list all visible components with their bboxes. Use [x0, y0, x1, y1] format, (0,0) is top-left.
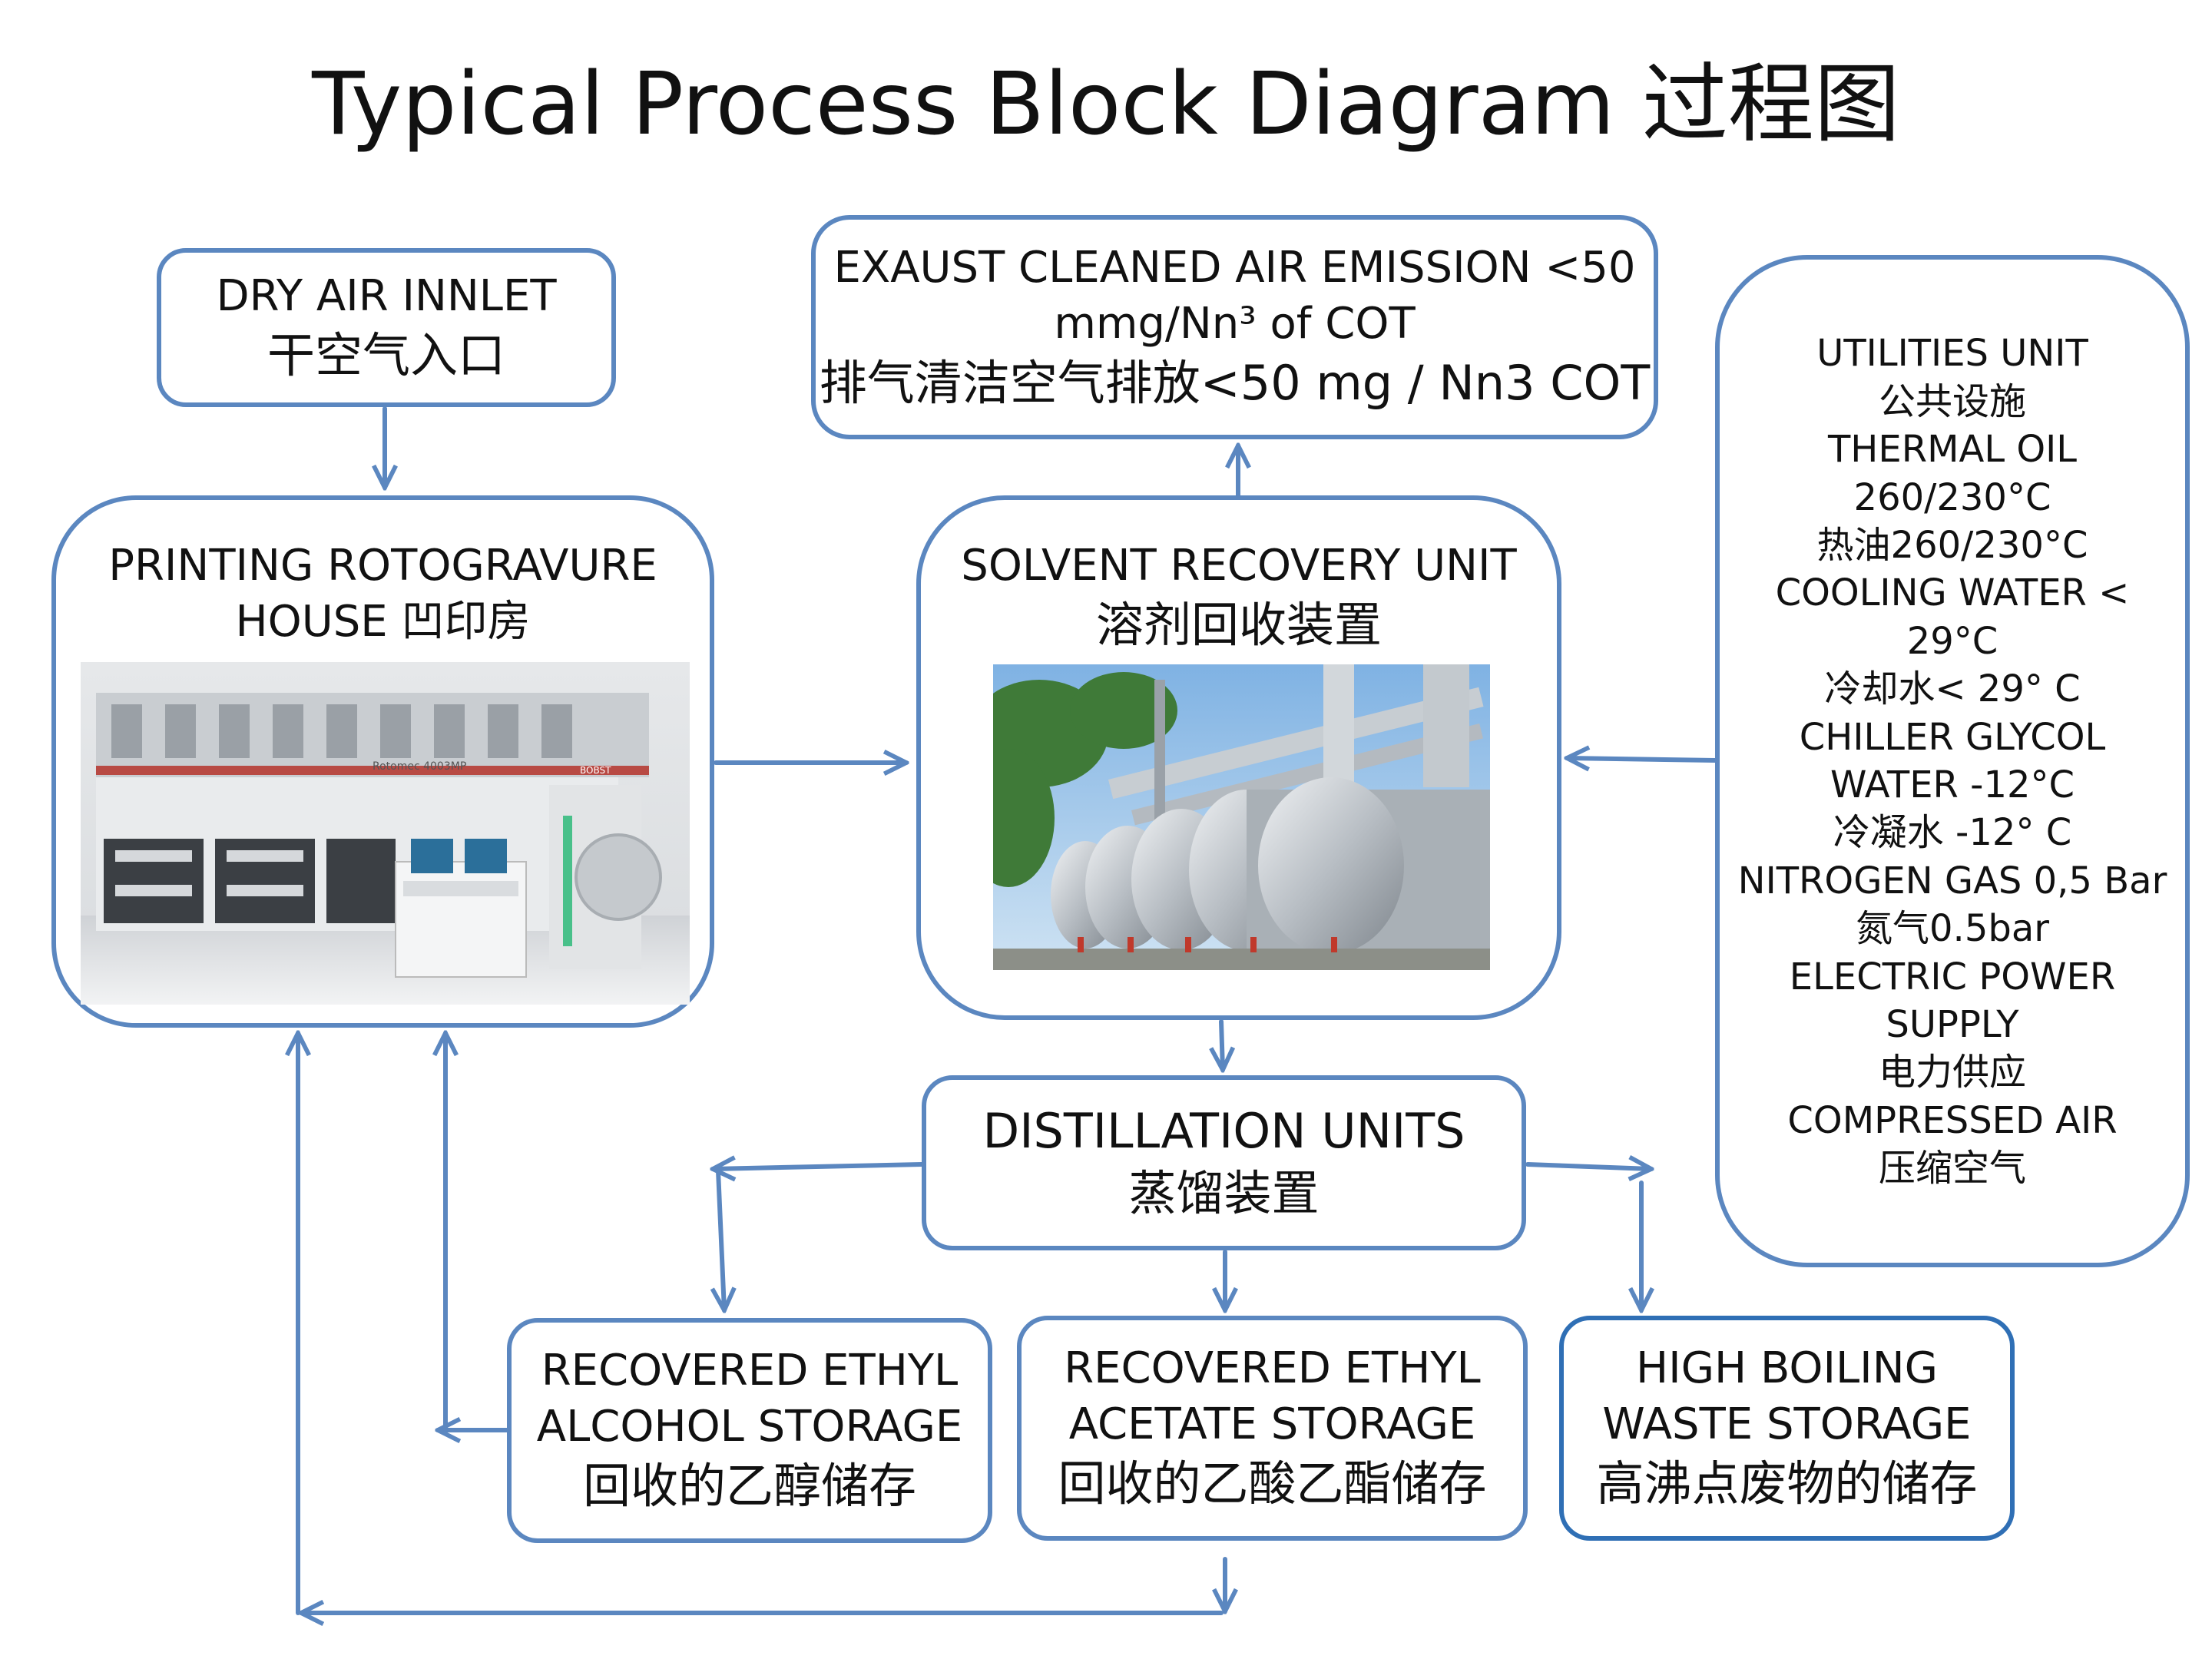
- solvent-plant-photo: [993, 664, 1490, 970]
- utilities-line-12: NITROGEN GAS 0,5 Bar: [1737, 859, 2167, 902]
- dry-air-inlet-label-cn: 干空气入口: [267, 326, 505, 383]
- distillation-label-cn: 蒸馏装置: [1128, 1165, 1320, 1221]
- utilities-line-10: WATER -12°C: [1830, 763, 2075, 806]
- utilities-line-9: CHILLER GLYCOL: [1799, 715, 2106, 759]
- exhaust-label-2: mmg/Nn³ of COT: [1054, 298, 1416, 349]
- distillation-units-box: DISTILLATION UNITS 蒸馏装置: [922, 1075, 1526, 1250]
- utilities-line-4: 260/230°C: [1853, 475, 2051, 519]
- utilities-line-17: COMPRESSED AIR: [1787, 1098, 2118, 1142]
- printing-label-1: PRINTING ROTOGRAVURE: [108, 541, 657, 591]
- utilities-line-18: 压缩空气: [1878, 1147, 2026, 1190]
- ethyl-acetate-label-1: RECOVERED ETHYL: [1064, 1343, 1481, 1394]
- utilities-line-5: 热油260/230°C: [1816, 524, 2088, 568]
- arrow-distillation-right: [1525, 1164, 1651, 1169]
- ethyl-alcohol-label-1: RECOVERED ETHYL: [541, 1346, 959, 1396]
- ethyl-acetate-label-2: ACETATE STORAGE: [1068, 1399, 1476, 1450]
- dry-air-inlet-box: DRY AIR INNLET 干空气入口: [157, 248, 616, 407]
- ethyl-alcohol-label-2: ALCOHOL STORAGE: [536, 1402, 963, 1452]
- high-boiling-label-1: HIGH BOILING: [1636, 1343, 1938, 1394]
- utilities-line-14: ELECTRIC POWER: [1789, 955, 2116, 998]
- solvent-label-cn: 溶剂回收装置: [1095, 596, 1382, 653]
- ethyl-alcohol-label-cn: 回收的乙醇储存: [582, 1458, 916, 1514]
- high-boiling-waste-box: HIGH BOILING WASTE STORAGE 高沸点废物的储存: [1559, 1316, 2015, 1541]
- distillation-label: DISTILLATION UNITS: [982, 1103, 1465, 1160]
- printing-press-model-text: Rotomec 4003MP: [373, 760, 466, 773]
- high-boiling-label-cn: 高沸点废物的储存: [1596, 1455, 1978, 1512]
- utilities-line-13: 氮气0.5bar: [1856, 907, 2049, 951]
- utilities-line-16: 电力供应: [1878, 1051, 2026, 1094]
- utilities-line-15: SUPPLY: [1886, 1002, 2019, 1046]
- ethyl-acetate-storage-box: RECOVERED ETHYL ACETATE STORAGE 回收的乙酸乙酯储…: [1017, 1316, 1528, 1541]
- printing-press-photo: Rotomec 4003MP BOBST: [81, 662, 690, 1005]
- ethyl-acetate-label-cn: 回收的乙酸乙酯储存: [1058, 1455, 1487, 1512]
- printing-press-brand-text: BOBST: [580, 765, 611, 776]
- utilities-line-1: UTILITIES UNIT: [1816, 332, 2088, 376]
- high-boiling-label-2: WASTE STORAGE: [1602, 1399, 1972, 1450]
- page-title: Typical Process Block Diagram 过程图: [312, 55, 1900, 154]
- utilities-line-11: 冷凝水 -12° C: [1833, 811, 2072, 855]
- utilities-line-6: COOLING WATER <: [1775, 571, 2130, 615]
- dry-air-inlet-label: DRY AIR INNLET: [216, 270, 557, 321]
- utilities-line-8: 冷却水< 29° C: [1824, 667, 2081, 711]
- exhaust-label-1: EXAUST CLEANED AIR EMISSION <50: [833, 242, 1636, 293]
- arrow-utilities-to-solvent: [1567, 758, 1717, 760]
- exhaust-emission-box: EXAUST CLEANED AIR EMISSION <50 mmg/Nn³ …: [811, 215, 1658, 439]
- arrow-to-ethyl-alcohol: [718, 1168, 724, 1310]
- solvent-label: SOLVENT RECOVERY UNIT: [961, 541, 1517, 591]
- utilities-line-3: THERMAL OIL: [1827, 428, 2078, 472]
- arrow-solvent-to-distillation: [1221, 1019, 1223, 1070]
- utilities-line-7: 29°C: [1906, 619, 1998, 663]
- exhaust-label-cn: 排气清洁空气排放<50 mg / Nn3 COT: [819, 354, 1651, 411]
- arrow-distillation-left: [713, 1164, 924, 1169]
- utilities-line-2: 公共设施: [1878, 379, 2026, 423]
- printing-label-2: HOUSE 凹印房: [235, 596, 531, 647]
- utilities-unit-box: UTILITIES UNIT 公共设施 THERMAL OIL 260/230°…: [1715, 255, 2190, 1267]
- ethyl-alcohol-storage-box: RECOVERED ETHYL ALCOHOL STORAGE 回收的乙醇储存: [507, 1318, 992, 1543]
